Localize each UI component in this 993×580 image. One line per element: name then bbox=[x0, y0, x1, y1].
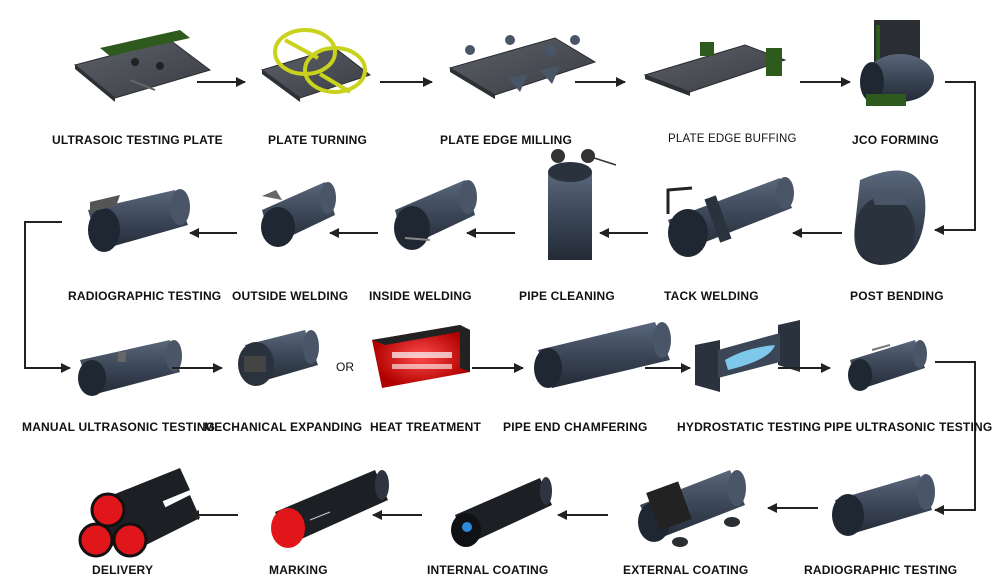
jco-forming-icon bbox=[860, 20, 934, 106]
step-label-pipe-cleaning: PIPE CLEANING bbox=[519, 289, 615, 303]
step-label-external-coating: EXTERNAL COATING bbox=[623, 563, 749, 577]
step-label-plate-edge-buffing: PLATE EDGE BUFFING bbox=[668, 133, 797, 145]
step-label-plate-turning: PLATE TURNING bbox=[268, 133, 368, 147]
step-label-radiographic-testing: RADIOGRAPHIC TESTING bbox=[68, 289, 222, 303]
tack-welding-icon bbox=[666, 177, 794, 257]
external-coating-icon bbox=[638, 470, 746, 547]
step-label-tack-welding: TACK WELDING bbox=[664, 289, 759, 303]
step-label-delivery: DELIVERY bbox=[92, 563, 154, 577]
step-label-internal-coating: INTERNAL COATING bbox=[427, 563, 549, 577]
connector-arrow bbox=[934, 361, 976, 515]
outside-welding-icon bbox=[261, 182, 336, 247]
pipe-cleaning-icon bbox=[548, 149, 617, 260]
step-label-marking: MARKING bbox=[269, 563, 328, 577]
step-label-hydrostatic-testing: HYDROSTATIC TESTING bbox=[677, 420, 822, 434]
radiographic-testing-2-icon bbox=[832, 474, 935, 536]
delivery-icon bbox=[78, 468, 200, 558]
manual-ultrasonic-icon bbox=[78, 340, 182, 396]
step-label-plate-edge-milling: PLATE EDGE MILLING bbox=[440, 133, 573, 147]
pipe-ultrasonic-icon bbox=[848, 340, 927, 391]
step-label-pipe-end-chamfering: PIPE END CHAMFERING bbox=[503, 420, 648, 434]
step-label-pipe-ultrasonic-testing: PIPE ULTRASONIC TESTING bbox=[824, 420, 993, 434]
step-label-manual-ultrasonic-testing: MANUAL ULTRASONIC TESTING bbox=[22, 420, 216, 434]
connector-arrow bbox=[934, 81, 976, 235]
plate-ultrasonic-icon bbox=[73, 30, 212, 102]
step-label-ultrasonic-testing-plate: ULTRASOIC TESTING PLATE bbox=[52, 133, 223, 147]
plate-edge-milling-icon bbox=[448, 35, 597, 99]
step-label-outside-welding: OUTSIDE WELDING bbox=[232, 289, 349, 303]
step-label-radiographic-testing-2: RADIOGRAPHIC TESTING bbox=[804, 563, 958, 577]
step-label-jco-forming: JCO FORMING bbox=[852, 133, 939, 147]
step-label-post-bending: POST BENDING bbox=[850, 289, 944, 303]
pipe-end-chamfering-icon bbox=[534, 322, 671, 388]
marking-icon bbox=[271, 470, 389, 548]
hydrostatic-testing-icon bbox=[695, 320, 800, 392]
step-label-mechanical-expanding: MECHANICAL EXPANDING bbox=[204, 420, 363, 434]
internal-coating-icon bbox=[451, 477, 552, 547]
plate-turning-icon bbox=[260, 28, 372, 102]
post-bending-icon bbox=[854, 170, 926, 265]
connector-arrow bbox=[24, 221, 71, 373]
step-label-inside-welding: INSIDE WELDING bbox=[369, 289, 472, 303]
or-label: OR bbox=[336, 360, 354, 374]
mechanical-expanding-icon bbox=[238, 330, 319, 386]
plate-edge-buffing-icon bbox=[643, 42, 787, 96]
radiographic-testing-icon bbox=[88, 189, 190, 252]
step-label-heat-treatment: HEAT TREATMENT bbox=[370, 420, 482, 434]
heat-treatment-icon bbox=[372, 325, 470, 388]
inside-welding-icon bbox=[394, 180, 477, 250]
